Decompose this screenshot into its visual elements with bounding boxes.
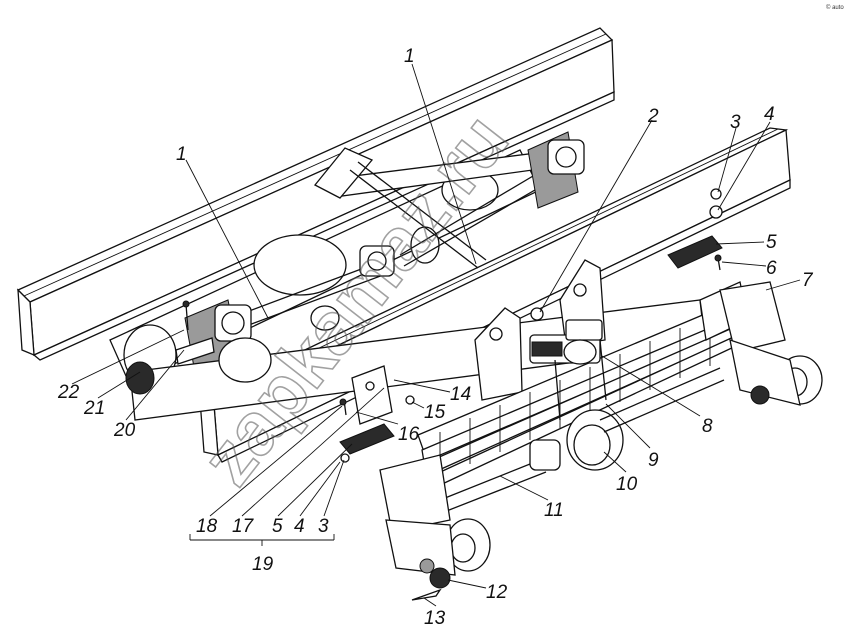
corner-mark: © auto bbox=[826, 4, 844, 11]
callout-3-left: 3 bbox=[318, 516, 329, 537]
callout-12: 12 bbox=[486, 582, 508, 603]
callout-13: 13 bbox=[424, 608, 446, 629]
reaction-rod-upper bbox=[313, 147, 563, 269]
nut-center bbox=[530, 307, 544, 321]
callout-1-top: 1 bbox=[404, 46, 415, 67]
callout-4-left: 4 bbox=[294, 516, 305, 537]
callout-4-right: 4 bbox=[764, 104, 775, 125]
frame-rail-rear bbox=[16, 27, 615, 361]
group-label-19: 19 bbox=[252, 554, 274, 575]
spring-u-bolt-assembly bbox=[529, 319, 607, 421]
callout-15: 15 bbox=[424, 402, 446, 423]
callout-22: 22 bbox=[57, 382, 80, 403]
small-plate-left bbox=[351, 365, 393, 425]
rod-bracket-middle bbox=[310, 245, 395, 331]
callout-1-left: 1 bbox=[176, 144, 187, 165]
spring-pad-left bbox=[339, 423, 395, 455]
callout-17: 17 bbox=[232, 516, 255, 537]
callout-8: 8 bbox=[702, 416, 713, 437]
callout-7: 7 bbox=[802, 270, 814, 291]
small-bolt-left bbox=[339, 398, 347, 416]
trunnion-hub bbox=[566, 409, 624, 471]
lower-reaction-rod-front bbox=[439, 439, 561, 513]
callout-3-right: 3 bbox=[730, 112, 741, 133]
callout-labels: 1 1 2 3 4 5 6 7 8 9 10 11 12 13 14 15 16… bbox=[57, 46, 814, 629]
rod-bracket-right bbox=[527, 131, 585, 209]
leaf-spring bbox=[417, 281, 757, 487]
group-bracket-19 bbox=[189, 534, 335, 546]
cotter-pin bbox=[411, 588, 442, 601]
bolt-right bbox=[714, 254, 722, 271]
axle-end-left bbox=[379, 454, 491, 589]
leader-lines bbox=[71, 63, 801, 607]
callout-10: 10 bbox=[616, 474, 638, 495]
callout-11: 11 bbox=[544, 500, 564, 521]
bolt-top-left bbox=[182, 300, 190, 331]
callout-21: 21 bbox=[83, 398, 105, 419]
callout-16: 16 bbox=[398, 424, 420, 445]
callout-2: 2 bbox=[647, 106, 659, 127]
callout-6: 6 bbox=[766, 258, 777, 279]
spring-support-bracket-left bbox=[474, 307, 523, 401]
callout-9: 9 bbox=[648, 450, 659, 471]
spring-pad-right bbox=[667, 235, 723, 269]
callout-14: 14 bbox=[450, 384, 471, 405]
axle-end-right bbox=[719, 281, 823, 406]
lower-reaction-rod-rear bbox=[599, 367, 725, 433]
callout-5-left: 5 bbox=[272, 516, 283, 537]
callout-18: 18 bbox=[196, 516, 218, 537]
callout-20: 20 bbox=[113, 420, 136, 441]
callout-5-right: 5 bbox=[766, 232, 777, 253]
